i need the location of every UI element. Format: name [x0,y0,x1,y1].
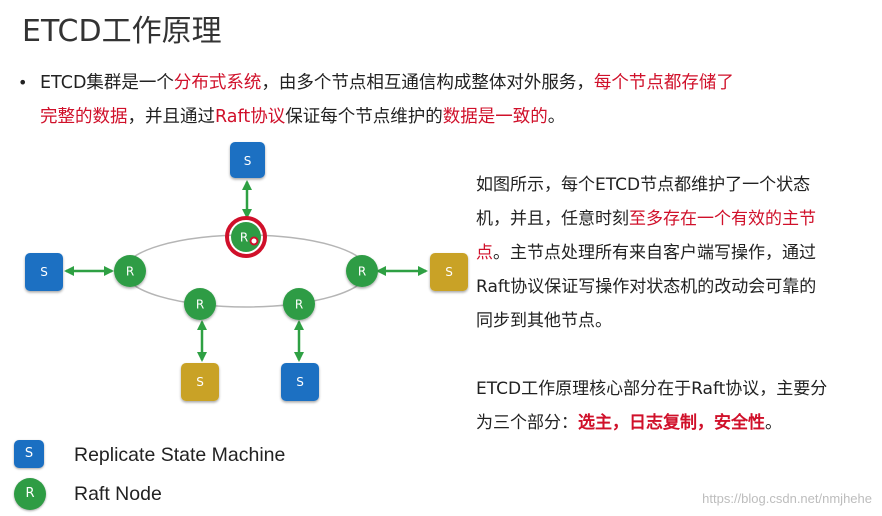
legend-r-icon: R [14,478,46,510]
svg-text:S: S [244,154,252,168]
desc-line: 机，并且，任意时刻至多存在一个有效的主节 [476,202,876,236]
bullet-line-2: 完整的数据，并且通过Raft协议保证每个节点维护的数据是一致的。 [40,100,565,134]
highlight-segment: 完整的数据 [40,107,128,127]
highlight-segment: 每个节点都存储了 [593,73,734,93]
svg-text:S: S [296,375,304,389]
raft-node-leader: R [225,216,267,258]
text-segment: ，并且通过 [127,107,216,127]
text-segment: 。 [765,413,782,433]
text-segment: 保证每个节点维护的 [285,107,443,127]
state-machine-bottom-left: S [181,363,219,401]
svg-text:S: S [445,265,453,279]
highlight-segment: 选主，日志复制，安全性 [578,413,765,433]
text-segment: 。 [547,107,566,127]
state-machine-right: S [430,253,468,291]
highlight-segment: 点 [476,243,493,263]
svg-text:R: R [126,265,134,279]
svg-text:R: R [295,298,303,312]
svg-text:R: R [196,298,204,312]
legend-s-icon: S [14,440,44,468]
highlight-segment: 数据是一致的 [442,107,548,127]
page-title: ETCD工作原理 [22,14,222,49]
highlight-segment: 分布式系统 [173,73,262,93]
watermark: https://blog.csdn.net/nmjhehe [702,491,872,506]
svg-text:S: S [196,375,204,389]
highlight-segment: 至多存在一个有效的主节 [629,209,816,229]
text-segment: ，由多个节点相互通信构成整体对外服务， [261,73,594,93]
desc-line: Raft协议保证写操作对状态机的改动会可靠的 [476,277,817,297]
bullet-marker: • [18,73,28,92]
legend-r-label: Raft Node [74,483,162,505]
desc-line: ETCD工作原理核心部分在于Raft协议，主要分 [476,379,828,399]
text-segment: 。主节点处理所有来自客户端写操作，通过 [493,243,816,263]
svg-text:R: R [358,265,366,279]
bullet-line-1: ETCD集群是一个分布式系统，由多个节点相互通信构成整体对外服务，每个节点都存储… [40,66,734,100]
text-segment: 为三个部分： [476,413,578,433]
raft-node-bottom-right: R [283,288,315,320]
svg-text:R: R [240,231,248,245]
raft-node-right: R [346,255,378,287]
state-machine-bottom-right: S [281,363,319,401]
desc-line: 点。主节点处理所有来自客户端写操作，通过 [476,236,876,270]
desc-line: 同步到其他节点。 [476,311,612,331]
text-segment: ETCD集群是一个 [40,73,174,93]
legend-s-label: Replicate State Machine [74,444,286,466]
description-panel: 如图所示，每个ETCD节点都维护了一个状态 机，并且，任意时刻至多存在一个有效的… [476,168,876,440]
svg-text:S: S [40,265,48,279]
desc-line: 如图所示，每个ETCD节点都维护了一个状态 [476,175,811,195]
raft-node-bottom-left: R [184,288,216,320]
highlight-segment: Raft协议 [215,107,286,127]
text-segment: 机，并且，任意时刻 [476,209,629,229]
leader-marker-icon [249,236,259,246]
raft-node-left: R [114,255,146,287]
desc-line: 为三个部分：选主，日志复制，安全性。 [476,406,876,440]
state-machine-left: S [25,253,63,291]
state-machine-top: S [230,142,265,178]
desc-spacer [476,338,876,372]
